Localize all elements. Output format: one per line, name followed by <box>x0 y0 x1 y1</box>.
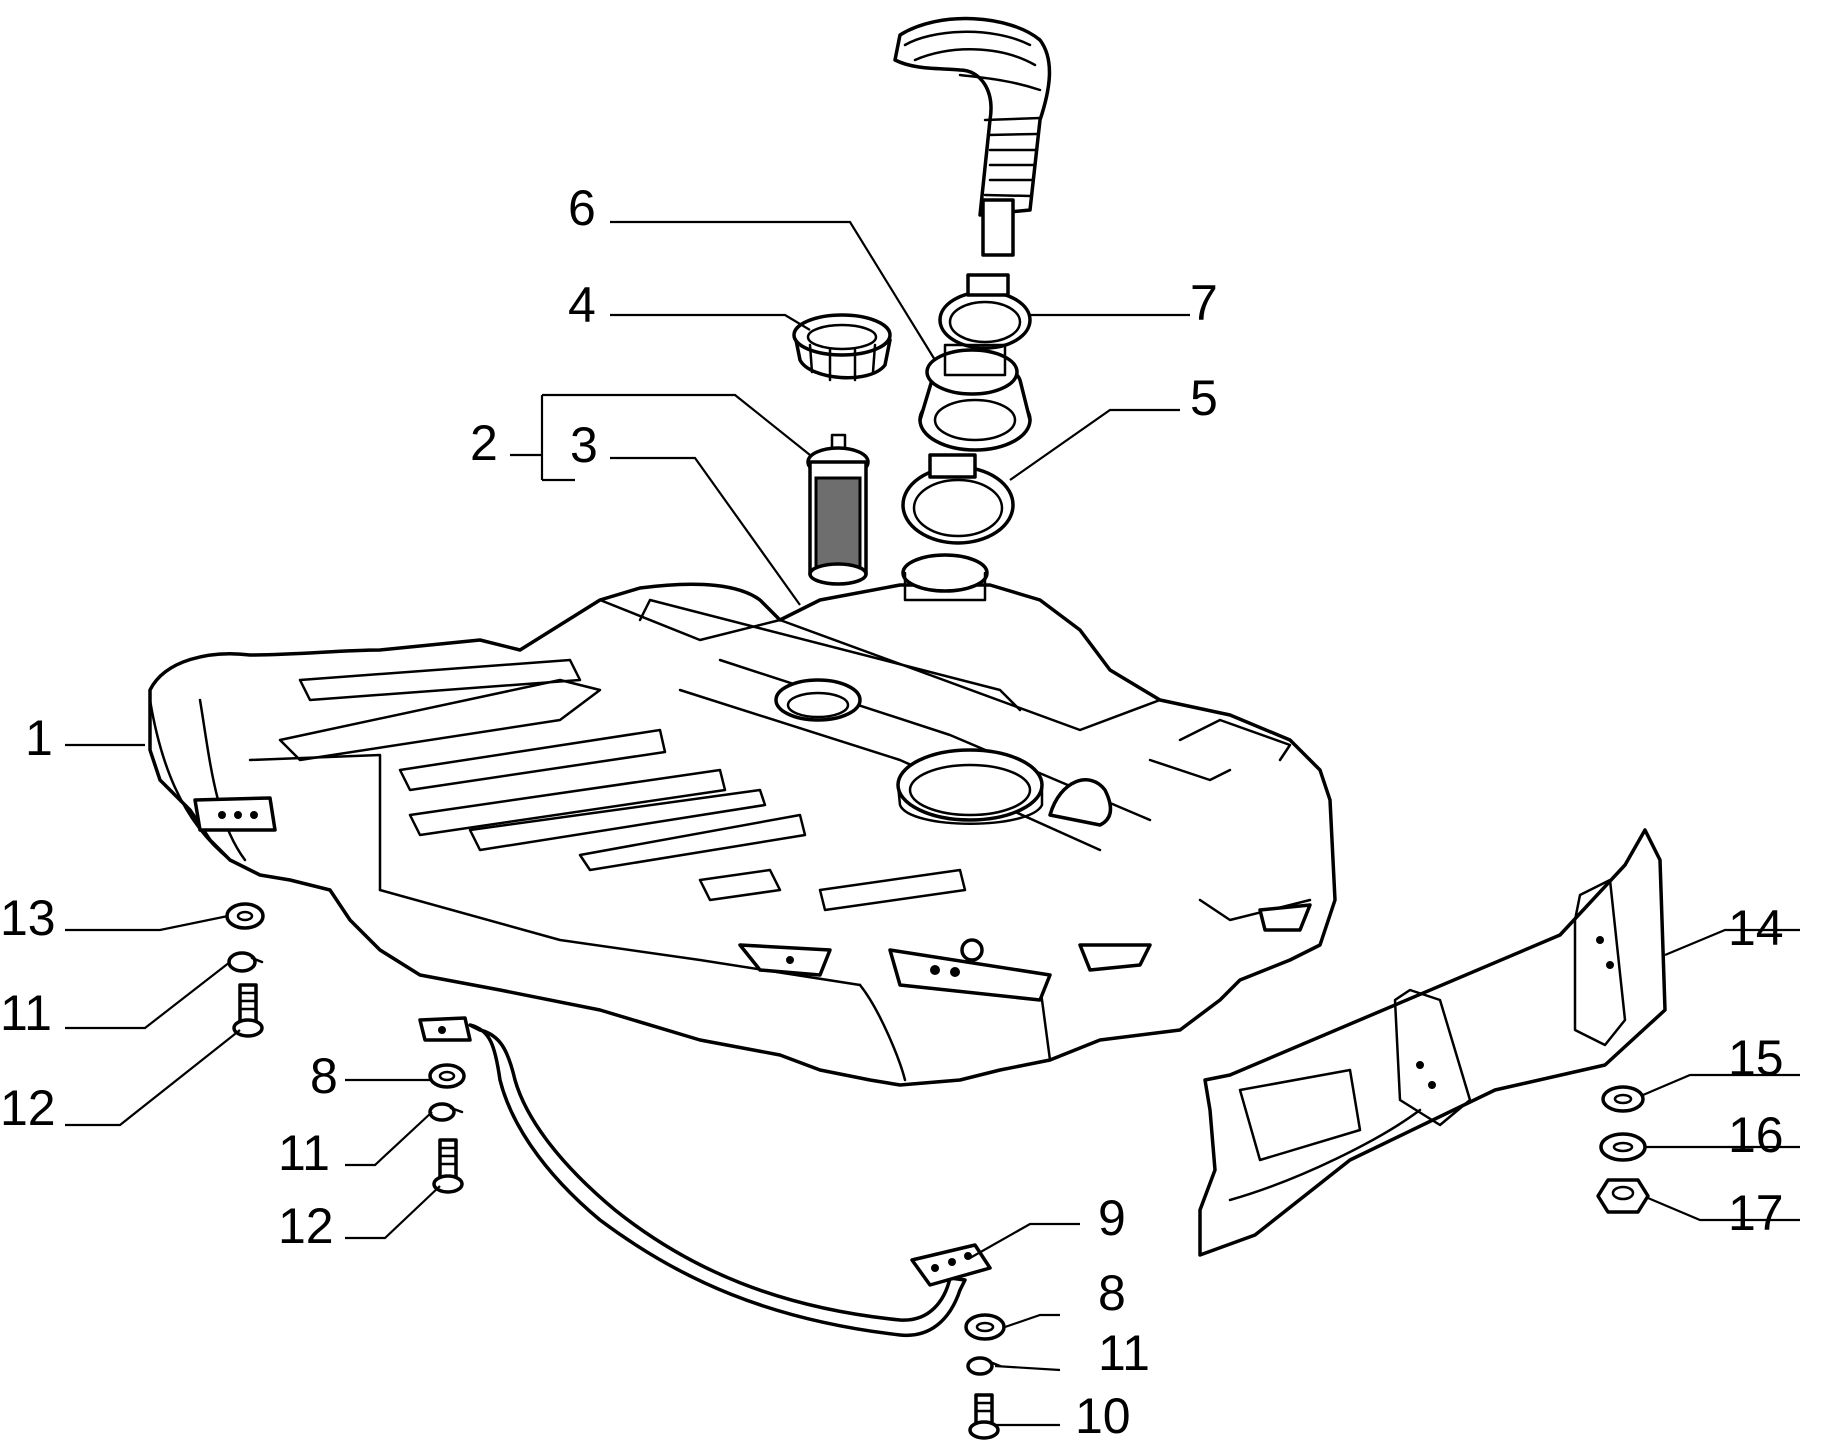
part-10-bolt <box>968 1393 1000 1440</box>
part-5-clamp <box>901 453 1015 545</box>
part-11-lock-washer-a <box>227 951 264 973</box>
callout-6: 6 <box>568 180 596 236</box>
part-11-lock-washer-b <box>428 1102 464 1122</box>
callout-5: 5 <box>1190 370 1218 426</box>
part-12-bolt-a <box>232 983 264 1038</box>
callout-4: 4 <box>568 277 596 333</box>
callout-9: 9 <box>1098 1190 1126 1246</box>
callout-10: 10 <box>1075 1388 1131 1444</box>
callout-8-b: 8 <box>1098 1265 1126 1321</box>
part-2-fuel-sender <box>806 433 870 586</box>
part-15-lock-washer <box>1601 1085 1645 1113</box>
part-16-washer <box>1599 1132 1647 1162</box>
filler-neck-hose <box>893 16 1052 257</box>
part-8-washer-b <box>964 1313 1006 1341</box>
part-4-lock-ring <box>792 313 892 382</box>
part-7-clamp <box>938 273 1032 350</box>
callout-14: 14 <box>1728 900 1784 956</box>
callout-3: 3 <box>570 417 598 473</box>
part-13-washer <box>225 902 265 930</box>
part-17-nut <box>1596 1178 1650 1214</box>
callout-12-a: 12 <box>0 1080 56 1136</box>
callout-11-a: 11 <box>0 985 52 1041</box>
callout-7: 7 <box>1190 275 1218 331</box>
callout-12-b: 12 <box>278 1198 334 1254</box>
callout-1: 1 <box>25 710 53 766</box>
callouts: 1 2 3 4 5 6 7 8 8 9 10 11 11 11 12 12 13… <box>0 180 1784 1444</box>
part-12-bolt-b <box>432 1138 464 1194</box>
callout-11-c: 11 <box>1098 1325 1150 1381</box>
callout-11-b: 11 <box>278 1125 330 1181</box>
part-1-fuel-tank <box>148 553 1337 1087</box>
part-14-shield <box>1198 828 1667 1257</box>
leader-lines <box>65 220 1800 1427</box>
callout-17: 17 <box>1728 1185 1784 1241</box>
callout-15: 15 <box>1728 1030 1784 1086</box>
callout-13: 13 <box>0 890 56 946</box>
part-9-strap <box>418 1016 992 1338</box>
part-8-washer-a <box>428 1063 466 1089</box>
callout-16: 16 <box>1728 1107 1784 1163</box>
part-6-sleeve <box>918 343 1032 452</box>
callout-2: 2 <box>470 415 498 471</box>
callout-8-a: 8 <box>310 1048 338 1104</box>
